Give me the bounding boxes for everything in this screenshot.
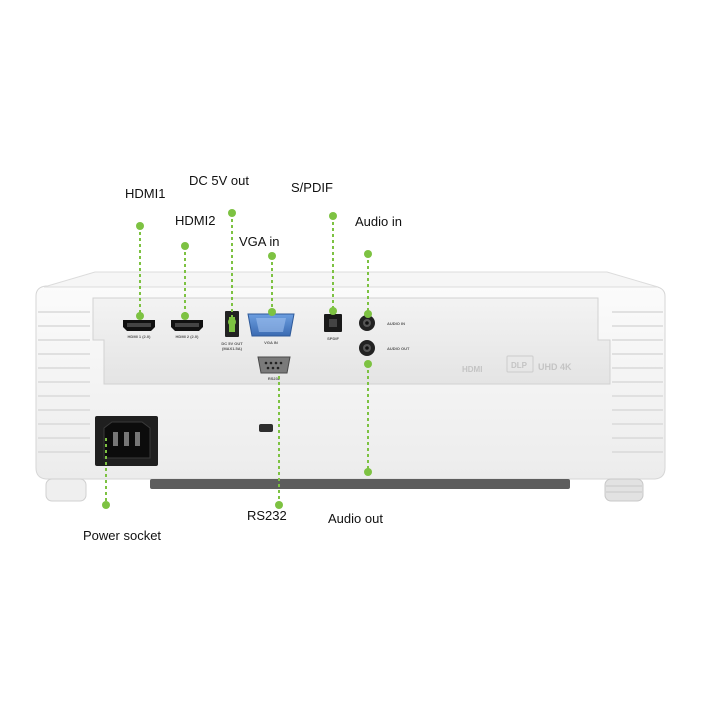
dot-vga-top xyxy=(268,252,276,260)
callout-audio-in: Audio in xyxy=(355,214,402,229)
spdif-port xyxy=(324,314,342,332)
dot-audio-out-port xyxy=(364,360,372,368)
vent-right xyxy=(612,311,663,453)
rs232-port xyxy=(257,356,291,374)
dot-power-bottom xyxy=(102,501,110,509)
dot-spdif-port xyxy=(329,307,337,315)
callout-dots xyxy=(102,209,372,509)
panel-label-dc5v: DC 5V OUT xyxy=(221,341,243,346)
callout-hdmi1: HDMI1 xyxy=(125,186,166,201)
dlp-logo: DLP xyxy=(511,361,528,370)
panel-label-hdmi2: HDMI 2 (2.0) xyxy=(176,334,200,339)
dot-audio-in-top xyxy=(364,250,372,258)
panel-label-spdif: SPDIF xyxy=(327,336,339,341)
panel-label-audio-out: AUDIO OUT xyxy=(387,346,410,351)
panel-label-hdmi1: HDMI 1 (2.0) xyxy=(128,334,152,339)
dlp-logo-frame xyxy=(506,355,534,373)
callout-dc5v-out: DC 5V out xyxy=(189,173,249,188)
power-socket xyxy=(95,416,158,466)
callout-audio-out: Audio out xyxy=(328,511,383,526)
panel-label-rs232: RS232 xyxy=(268,376,281,381)
security-lock-slot xyxy=(259,424,273,432)
dot-hdmi1-top xyxy=(136,222,144,230)
dot-audio-out-bottom xyxy=(364,468,372,476)
panel-label-dc5v-max: (MAX1.5A) xyxy=(222,346,243,351)
bottom-strip xyxy=(150,479,570,489)
panel-label-audio-in: AUDIO IN xyxy=(387,321,405,326)
hdmi2-port xyxy=(171,320,203,331)
callout-power-socket: Power socket xyxy=(83,528,162,543)
audio-out-jack xyxy=(359,340,375,356)
audio-in-jack xyxy=(359,315,375,331)
callout-rs232: RS232 xyxy=(247,508,287,523)
dot-audio-in-port xyxy=(364,310,372,318)
foot-left xyxy=(45,478,87,502)
dot-hdmi1-port xyxy=(136,312,144,320)
dot-spdif-top xyxy=(329,212,337,220)
hdmi1-port xyxy=(123,320,155,331)
io-panel xyxy=(92,297,611,385)
callout-hdmi2: HDMI2 xyxy=(175,213,216,228)
uhd-4k-logo: UHD 4K xyxy=(538,362,572,372)
foot-right xyxy=(604,478,644,502)
callout-vga-in: VGA in xyxy=(239,234,280,249)
callout-spdif: S/PDIF xyxy=(291,180,333,195)
vent-left xyxy=(38,311,90,453)
dot-vga-port xyxy=(268,308,276,316)
dot-dc5v-port xyxy=(228,318,236,326)
vga-port xyxy=(247,313,295,337)
dot-hdmi2-top xyxy=(181,242,189,250)
panel-label-vga: VGA IN xyxy=(264,340,278,345)
hdmi-logo: HDMI xyxy=(462,365,482,374)
dot-rs232-bottom xyxy=(275,501,283,509)
callout-leaders xyxy=(105,213,369,505)
dot-hdmi2-port xyxy=(181,312,189,320)
dot-dc5v-top xyxy=(228,209,236,217)
